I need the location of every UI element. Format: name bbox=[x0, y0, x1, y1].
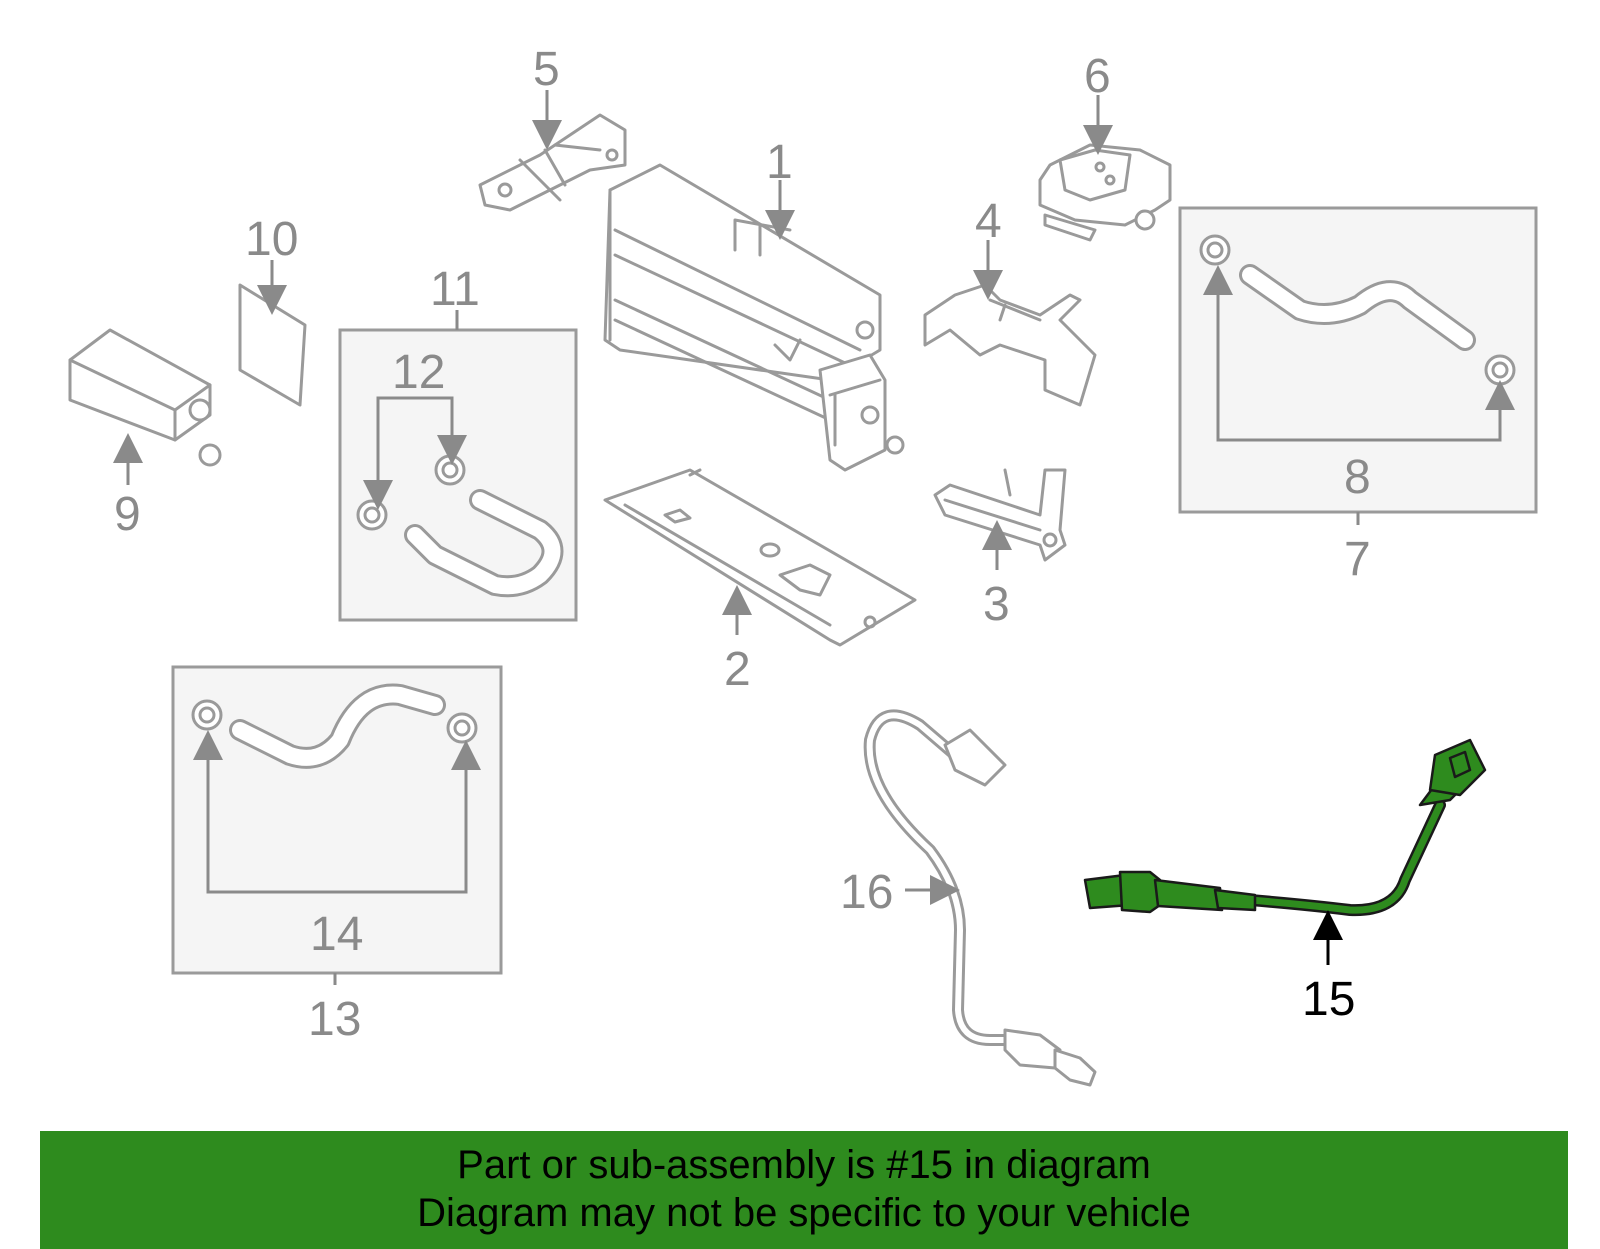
callout-7: 7 bbox=[1344, 533, 1371, 586]
callout-11: 11 bbox=[430, 263, 480, 316]
callout-3: 3 bbox=[983, 578, 1010, 631]
leaders bbox=[113, 90, 1515, 985]
part-16-sensor[interactable] bbox=[863, 709, 1097, 1087]
callout-10: 10 bbox=[245, 213, 298, 266]
callout-9: 9 bbox=[114, 488, 141, 541]
callout-16: 16 bbox=[840, 866, 893, 919]
callout-1: 1 bbox=[766, 136, 793, 189]
callout-6: 6 bbox=[1084, 50, 1111, 103]
callout-14: 14 bbox=[310, 908, 363, 961]
part-7-hose[interactable] bbox=[1239, 264, 1476, 351]
banner-line-2: Diagram may not be specific to your vehi… bbox=[417, 1191, 1191, 1235]
box-7 bbox=[1178, 206, 1538, 514]
part-2-tray[interactable] bbox=[603, 468, 917, 647]
part-14-clamp-right[interactable] bbox=[446, 712, 478, 744]
callout-15: 15 bbox=[1302, 973, 1355, 1026]
part-4-shield[interactable] bbox=[923, 283, 1097, 407]
part-8-clamp-left[interactable] bbox=[1199, 234, 1231, 266]
part-11-hose[interactable] bbox=[404, 489, 564, 598]
part-8-clamp-right[interactable] bbox=[1484, 354, 1516, 386]
part-6-valve[interactable] bbox=[1038, 143, 1172, 242]
part-12-clamp-right[interactable] bbox=[434, 454, 466, 486]
callout-8: 8 bbox=[1344, 451, 1371, 504]
part-13-hose[interactable] bbox=[229, 683, 446, 769]
part-15-sensor[interactable] bbox=[1083, 738, 1487, 917]
info-banner: Part or sub-assembly is #15 in diagram D… bbox=[40, 1131, 1568, 1249]
part-14-clamp-left[interactable] bbox=[191, 699, 223, 731]
callout-13: 13 bbox=[308, 993, 361, 1046]
part-12-clamp-left[interactable] bbox=[356, 499, 388, 531]
banner-line-1: Part or sub-assembly is #15 in diagram bbox=[457, 1143, 1151, 1187]
part-10-gasket[interactable] bbox=[238, 283, 307, 407]
callout-5: 5 bbox=[533, 43, 560, 96]
part-5-bracket[interactable] bbox=[478, 113, 627, 212]
part-3-bracket[interactable] bbox=[933, 468, 1067, 562]
part-1-canister[interactable] bbox=[603, 163, 905, 472]
callout-12: 12 bbox=[392, 346, 445, 399]
callout-2: 2 bbox=[724, 643, 751, 696]
callout-4: 4 bbox=[975, 195, 1002, 248]
box-13 bbox=[171, 665, 503, 975]
part-9-filter[interactable] bbox=[68, 328, 222, 467]
callout-numbers: 5 6 1 4 10 11 12 9 8 7 3 2 16 14 13 15 bbox=[114, 43, 1371, 1046]
